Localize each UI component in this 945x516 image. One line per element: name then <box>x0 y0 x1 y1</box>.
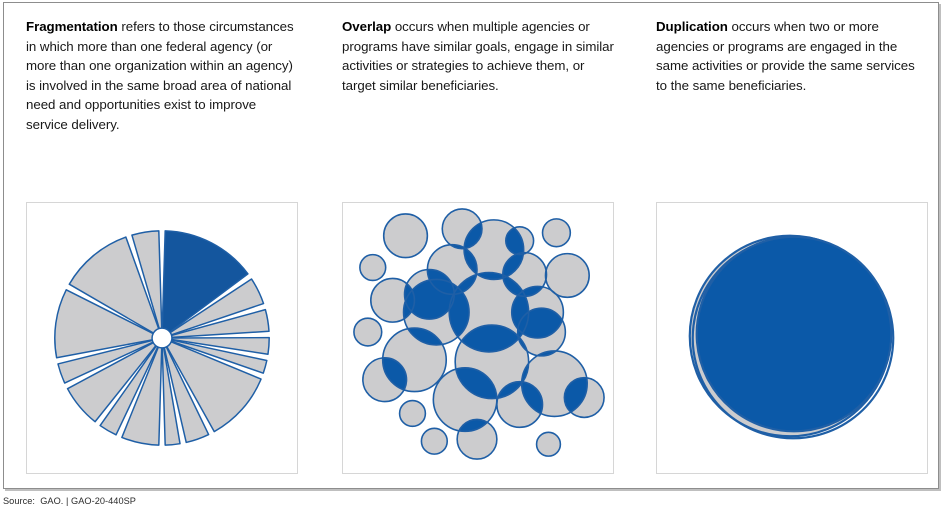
overlap-circle-outline <box>454 324 530 400</box>
overlap-intersection <box>455 367 497 399</box>
overlap-circle-outline <box>420 427 449 455</box>
pie-slice <box>166 341 262 433</box>
definition-text-fragmentation: Fragmentation refers to those circumstan… <box>26 17 298 135</box>
definition-body-duplication: occurs when two or more agencies or prog… <box>656 19 915 93</box>
pie-slice <box>54 289 154 359</box>
term-duplication: Duplication <box>656 19 728 34</box>
definition-body-fragmentation: refers to those circumstances in which m… <box>26 19 294 132</box>
definition-text-duplication: Duplication occurs when two or more agen… <box>656 17 928 95</box>
source-attribution: Source: GAO. | GAO-20-440SP <box>3 496 136 506</box>
duplication-circles-diagram <box>656 202 928 474</box>
overlap-intersection <box>502 252 524 280</box>
term-overlap: Overlap <box>342 19 392 34</box>
pie-chart-svg <box>54 230 270 446</box>
overlap-circle <box>383 213 428 258</box>
overlap-circle-outline <box>398 399 427 428</box>
pie-slice-highlighted <box>161 230 249 333</box>
pie-slice <box>68 236 160 334</box>
definition-column-duplication: Duplication occurs when two or more agen… <box>656 17 928 95</box>
overlap-circle <box>399 400 426 427</box>
overlap-intersection <box>464 219 482 249</box>
overlap-circle-outline <box>516 307 567 357</box>
overlap-circle-outline <box>535 431 562 457</box>
overlap-circle <box>421 428 448 455</box>
overlap-circle-outline <box>370 277 416 323</box>
overlap-circle <box>353 318 382 346</box>
overlap-circle <box>359 254 386 281</box>
overlap-circles-svg <box>353 208 605 460</box>
definition-body-overlap: occurs when multiple agencies or program… <box>342 19 614 93</box>
definition-text-overlap: Overlap occurs when multiple agencies or… <box>342 17 614 95</box>
pie-slice <box>131 230 163 330</box>
overlap-circle-outline <box>381 327 448 393</box>
duplication-circles-svg <box>688 234 895 440</box>
figure-frame: Fragmentation refers to those circumstan… <box>3 2 939 489</box>
pie-slice <box>121 346 163 446</box>
overlap-circle-outline <box>544 252 590 299</box>
definition-column-overlap: Overlap occurs when multiple agencies or… <box>342 17 614 95</box>
overlap-circle-outline <box>359 253 387 282</box>
overlap-circle-outlines <box>353 208 605 460</box>
fragmentation-pie-diagram <box>26 202 298 474</box>
duplication-circle-blue <box>695 235 893 433</box>
overlap-circle-outline <box>362 357 408 403</box>
overlap-intersection <box>564 377 588 417</box>
duplication-circle-group <box>695 235 893 433</box>
overlap-circle <box>545 253 590 298</box>
overlap-circle-outline <box>520 350 588 418</box>
definition-column-fragmentation: Fragmentation refers to those circumstan… <box>26 17 298 135</box>
term-fragmentation: Fragmentation <box>26 19 118 34</box>
overlap-circles-diagram <box>342 202 614 474</box>
overlap-circle <box>536 432 561 457</box>
overlap-circle-outline <box>541 218 572 248</box>
overlap-intersection <box>517 308 564 338</box>
overlap-circle-outline <box>496 380 544 429</box>
overlap-circle-outline <box>463 219 525 281</box>
overlap-circle-outline <box>505 226 535 256</box>
overlap-circle-outline <box>382 213 429 259</box>
overlap-intersection <box>505 226 524 255</box>
overlap-circle-outline <box>353 317 383 347</box>
overlap-circle-outline <box>441 208 483 250</box>
overlap-intersection <box>449 272 478 295</box>
overlap-circle <box>542 218 571 247</box>
overlap-circle-outline <box>402 278 470 346</box>
overlap-intersection <box>382 357 407 392</box>
pie-slice <box>66 341 157 423</box>
overlap-circle-outline <box>456 418 498 460</box>
overlap-circle-outline <box>510 285 565 339</box>
overlap-circle-outline <box>563 376 605 419</box>
